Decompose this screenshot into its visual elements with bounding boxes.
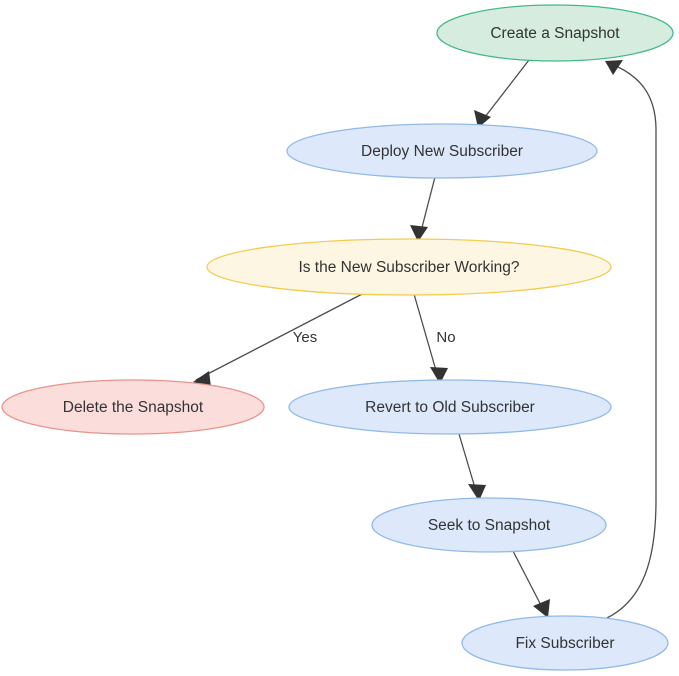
- node-label-seek-to-snapshot: Seek to Snapshot: [428, 517, 551, 534]
- node-delete-the-snapshot[interactable]: Delete the Snapshot: [1, 379, 265, 435]
- arrow-head-icon: [533, 599, 550, 618]
- edge-decision-to-revert-no: [413, 293, 448, 384]
- edge-revert-to-seek: [458, 433, 486, 501]
- node-label-delete-the-snapshot: Delete the Snapshot: [63, 399, 204, 416]
- edge-deploy-to-decision: [410, 176, 436, 242]
- node-create-snapshot[interactable]: Create a Snapshot: [436, 4, 674, 62]
- node-shape-deploy-new-subscriber[interactable]: [286, 123, 598, 179]
- node-fix-subscriber[interactable]: Fix Subscriber: [461, 615, 669, 671]
- node-deploy-new-subscriber[interactable]: Deploy New Subscriber: [286, 123, 598, 179]
- edge-labels-layer: Yes No: [293, 329, 456, 346]
- node-label-create-snapshot: Create a Snapshot: [490, 25, 620, 42]
- edge-path: [413, 293, 440, 382]
- node-shape-fix-subscriber[interactable]: [461, 615, 669, 671]
- node-shape-is-new-subscriber-working[interactable]: [206, 238, 612, 296]
- edge-path: [195, 291, 367, 381]
- node-shape-seek-to-snapshot[interactable]: [371, 497, 607, 553]
- node-shape-delete-the-snapshot[interactable]: [1, 379, 265, 435]
- edge-create-to-deploy: [474, 59, 530, 128]
- edge-label-no: No: [436, 329, 455, 346]
- arrow-head-icon: [430, 367, 448, 384]
- edge-label-yes: Yes: [293, 329, 317, 346]
- node-shape-create-snapshot[interactable]: [436, 4, 674, 62]
- node-shape-revert-to-old-subscriber[interactable]: [288, 379, 612, 435]
- node-label-fix-subscriber: Fix Subscriber: [515, 635, 614, 652]
- arrow-head-icon: [410, 225, 428, 242]
- node-is-new-subscriber-working[interactable]: Is the New Subscriber Working?: [206, 238, 612, 296]
- edge-path: [606, 62, 657, 619]
- edge-fix-to-create-loop: [605, 60, 657, 619]
- node-label-revert-to-old-subscriber: Revert to Old Subscriber: [365, 399, 535, 416]
- node-label-deploy-new-subscriber: Deploy New Subscriber: [361, 143, 523, 160]
- edge-decision-to-delete-yes: [193, 291, 367, 387]
- node-seek-to-snapshot[interactable]: Seek to Snapshot: [371, 497, 607, 553]
- node-label-is-new-subscriber-working: Is the New Subscriber Working?: [298, 259, 519, 276]
- arrow-head-icon: [468, 484, 486, 501]
- edges-layer: [193, 59, 657, 619]
- arrow-head-icon: [474, 110, 491, 128]
- nodes-layer: Create a Snapshot Deploy New Subscriber …: [1, 4, 674, 671]
- edge-path: [477, 59, 530, 127]
- arrow-head-icon: [605, 60, 623, 75]
- edge-seek-to-fix: [512, 550, 550, 618]
- node-revert-to-old-subscriber[interactable]: Revert to Old Subscriber: [288, 379, 612, 435]
